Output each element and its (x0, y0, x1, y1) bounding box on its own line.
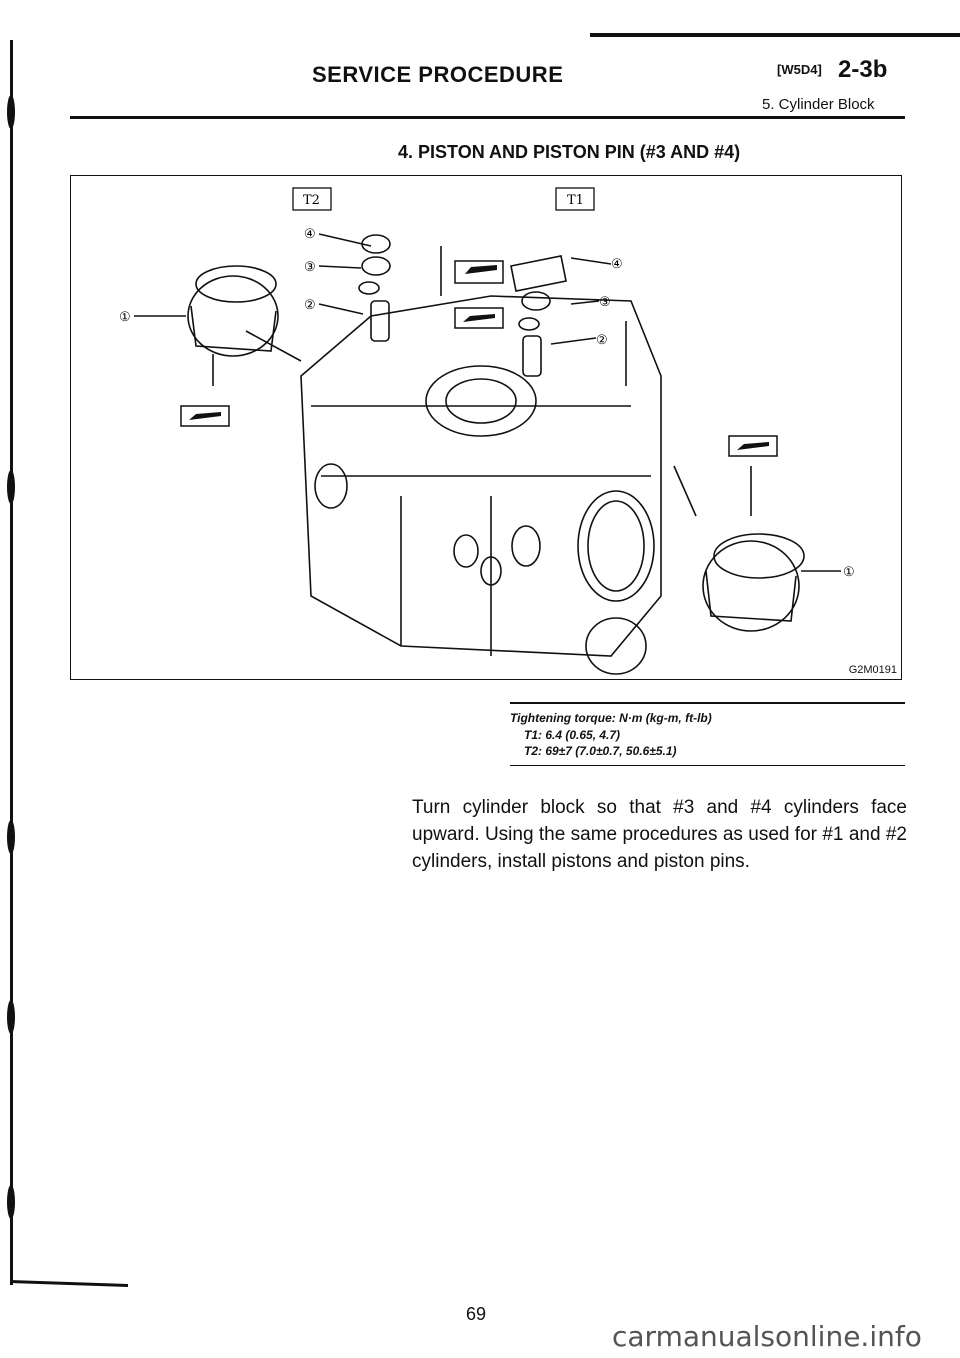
cylinder-block-illustration: T2 T1 ① ④ ③ ② ④ ③ ② ① (119, 187, 855, 675)
callout-1-left: ① (119, 310, 131, 325)
oil-can-icon (454, 307, 504, 329)
binding-hole-mark (7, 95, 15, 129)
header-divider (70, 116, 905, 119)
callout-2-left: ② (304, 298, 316, 313)
site-watermark: carmanualsonline.info (612, 1320, 922, 1353)
t2-label: T2 (303, 193, 320, 208)
callout-4-right: ④ (611, 257, 623, 272)
binding-edge-foot (10, 1279, 128, 1288)
oil-can-icon (728, 435, 778, 457)
oil-can-icon (180, 405, 230, 427)
callout-2-right: ② (596, 333, 608, 348)
t1-label: T1 (567, 193, 584, 208)
callout-1-right: ① (843, 565, 855, 580)
crank-journal (425, 365, 537, 437)
binding-edge-rule (10, 40, 13, 1285)
torque-t1: T1: 6.4 (0.65, 4.7) (524, 727, 621, 742)
piston-left (187, 275, 279, 357)
binding-hole-mark (7, 470, 15, 504)
callout-4-left: ④ (304, 227, 316, 242)
engine-figure: T2 T1 ① ④ ③ ② ④ ③ ② ① G2M0191 (70, 175, 902, 680)
cylinder-bore (577, 490, 655, 602)
page-subsection: 5. Cylinder Block (762, 96, 875, 113)
liquid-gasket-icon (454, 260, 504, 284)
page-number: 69 (466, 1304, 487, 1324)
binding-hole-mark (7, 1000, 15, 1034)
callout-3-right: ③ (599, 295, 611, 310)
binding-hole-mark (7, 820, 15, 854)
piston-right (702, 540, 800, 632)
torque-t2: T2: 69±7 (7.0±0.7, 50.6±5.1) (524, 743, 677, 758)
top-edge-rule (590, 33, 960, 37)
torque-bottom-rule (510, 764, 905, 766)
page-header-code: [W5D4] (777, 62, 822, 77)
torque-spec-block: Tightening torque: N·m (kg-m, ft-lb) T1:… (510, 702, 905, 766)
figure-code: G2M0191 (848, 664, 897, 676)
page-header-title: SERVICE PROCEDURE (312, 62, 564, 87)
binding-hole-mark (7, 1185, 15, 1219)
procedure-text: Turn cylinder block so that #3 and #4 cy… (412, 797, 907, 872)
section-title: 4. PISTON AND PISTON PIN (#3 AND #4) (398, 142, 741, 162)
torque-top-rule (510, 702, 905, 704)
torque-heading: Tightening torque: N·m (kg-m, ft-lb) (510, 710, 712, 725)
page-section-number: 2-3b (838, 56, 888, 83)
cylinder-block-outline (300, 295, 662, 657)
callout-3-left: ③ (304, 260, 316, 275)
